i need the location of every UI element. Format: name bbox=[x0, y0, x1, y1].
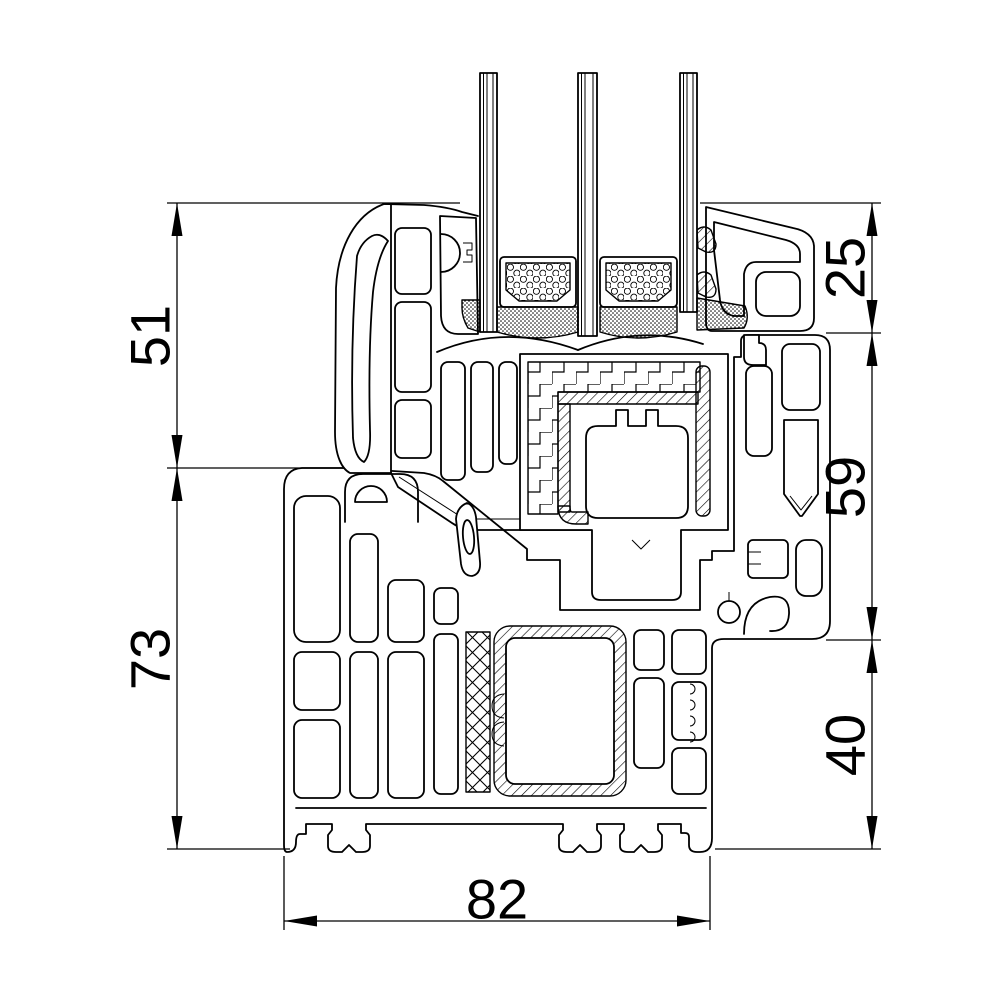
extension-lines-right bbox=[700, 202, 881, 850]
sash-steel-right-leg bbox=[695, 365, 711, 517]
frame-chamber bbox=[433, 633, 459, 795]
glazing-sealant bbox=[461, 299, 481, 333]
frame-chamber bbox=[633, 677, 665, 769]
frame-chamber bbox=[671, 681, 707, 741]
sash-chamber bbox=[394, 301, 432, 393]
frame-funnel-vee bbox=[789, 495, 813, 511]
frame-chamber bbox=[293, 495, 341, 643]
frame-chamber bbox=[433, 587, 459, 625]
arrowhead bbox=[171, 468, 183, 501]
frame-outline bbox=[283, 334, 831, 853]
frame-comb-slots bbox=[748, 551, 761, 565]
arrowhead bbox=[171, 435, 183, 468]
screw-channel-ribs bbox=[689, 683, 696, 743]
glazing-sealant bbox=[696, 297, 748, 331]
tenon-notch bbox=[631, 539, 651, 550]
arrowhead bbox=[171, 203, 183, 236]
sash-top-edge bbox=[383, 203, 479, 217]
frame-chamber bbox=[349, 651, 379, 799]
glass-pane bbox=[479, 72, 498, 333]
frame-steel-void bbox=[505, 637, 615, 785]
glazing-gasket bbox=[696, 226, 717, 254]
arrowhead bbox=[284, 915, 317, 927]
glass-pane bbox=[577, 72, 598, 337]
sash-chamber bbox=[498, 361, 518, 465]
sash-chamber bbox=[394, 399, 432, 459]
bead-gasket-semicircle bbox=[440, 233, 461, 273]
frame-comb-chamber bbox=[747, 539, 789, 579]
frame-chamber bbox=[387, 651, 425, 799]
frame-chamber bbox=[671, 747, 707, 795]
dimension-annotations: 51 73 25 59 40 82 bbox=[119, 202, 881, 931]
sash-chamber-void bbox=[585, 409, 689, 519]
dimension-label-82: 82 bbox=[466, 868, 528, 931]
glazing-sealant bbox=[599, 306, 678, 339]
arrowhead bbox=[866, 640, 878, 673]
insulation-strip bbox=[465, 631, 491, 793]
dimension-label-59: 59 bbox=[814, 456, 877, 518]
dimension-label-40: 40 bbox=[814, 714, 877, 776]
glass-pane-lines bbox=[483, 73, 694, 336]
arrowhead bbox=[866, 300, 878, 333]
frame-gasket-semicircle bbox=[354, 485, 388, 503]
interlock-hook bbox=[743, 334, 767, 366]
frame-chamber bbox=[671, 629, 707, 675]
triple-glazing-unit bbox=[436, 72, 748, 353]
teardrop-gasket-hole bbox=[461, 519, 476, 555]
dimension-label-51: 51 bbox=[119, 305, 182, 367]
extension-lines-bottom bbox=[283, 856, 711, 930]
arrowhead bbox=[866, 607, 878, 640]
frame-profile bbox=[283, 334, 831, 853]
frame-chamber bbox=[293, 719, 341, 799]
glazing-sealant bbox=[496, 306, 579, 339]
arrowhead bbox=[677, 915, 710, 927]
frame-chamber bbox=[781, 343, 821, 411]
teardrop-gasket bbox=[455, 502, 481, 577]
spacer-honeycomb bbox=[505, 262, 571, 302]
sash-steel-top-bar bbox=[557, 391, 699, 405]
sash-chamber bbox=[470, 361, 494, 473]
frame-chamber bbox=[633, 629, 665, 671]
spacer-honeycomb bbox=[605, 262, 672, 302]
frame-chamber bbox=[349, 533, 379, 643]
frame-gasket-pocket bbox=[344, 473, 419, 523]
rebate-arc bbox=[436, 336, 579, 353]
arrowhead bbox=[866, 203, 878, 236]
bead-clip bbox=[463, 242, 473, 263]
sash-main-chamber bbox=[519, 353, 729, 601]
arrowhead bbox=[171, 816, 183, 849]
sash-wing-chamber bbox=[351, 233, 389, 463]
glazing-gasket bbox=[696, 271, 717, 299]
frame-chamber bbox=[745, 365, 773, 457]
frame-chamber bbox=[387, 579, 425, 643]
frame-funnel-chamber bbox=[783, 419, 819, 517]
frame-chamber bbox=[795, 539, 823, 597]
dimension-label-25: 25 bbox=[814, 237, 877, 299]
sash-right-wing-void bbox=[755, 271, 801, 317]
dimension-label-73: 73 bbox=[119, 628, 182, 690]
frame-gasket-curl bbox=[743, 595, 790, 635]
fastening-clips bbox=[491, 693, 505, 747]
arrowhead bbox=[866, 816, 878, 849]
extension-lines-left bbox=[167, 202, 460, 850]
frame-chamber bbox=[293, 651, 341, 711]
sash-chamber bbox=[394, 227, 432, 295]
rebate-arc bbox=[577, 334, 704, 351]
arrowhead bbox=[866, 333, 878, 366]
glass-pane bbox=[679, 72, 698, 313]
sash-steel-left-leg bbox=[557, 403, 571, 513]
sash-chamber bbox=[440, 361, 466, 481]
